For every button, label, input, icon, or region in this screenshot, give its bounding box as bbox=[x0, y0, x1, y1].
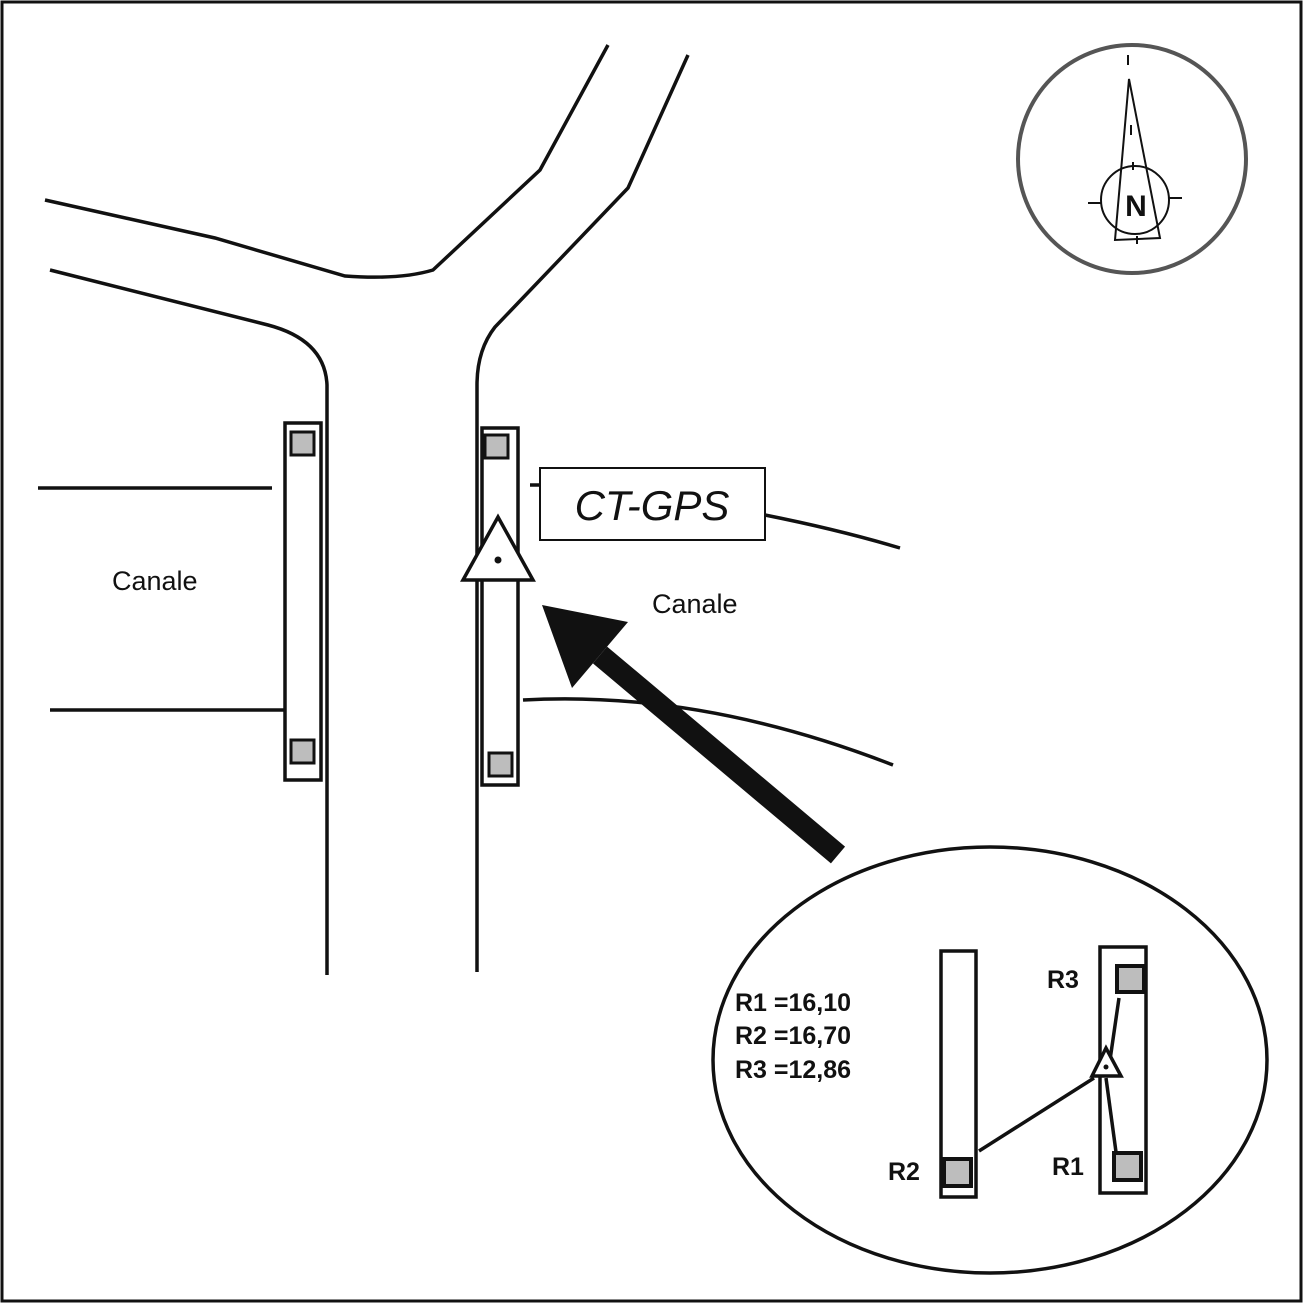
receiver-r2-marker bbox=[942, 1157, 973, 1188]
receiver-marker bbox=[487, 751, 514, 778]
receiver-r3-marker bbox=[1115, 964, 1146, 994]
bridge-left bbox=[283, 421, 323, 782]
gps-station-triangle-icon bbox=[460, 513, 536, 582]
canal-label-right: Canale bbox=[652, 589, 738, 619]
receiver-marker bbox=[289, 430, 316, 457]
pointer-arrow-icon bbox=[542, 605, 846, 864]
label-r1: R1 bbox=[1052, 1153, 1084, 1181]
label-r3: R3 bbox=[1047, 966, 1079, 994]
detail-inset: R1 =16,10 R2 =16,70 R3 =12,86 R2 R3 R1 bbox=[711, 845, 1269, 1275]
receiver-r1-marker bbox=[1112, 1151, 1143, 1182]
receiver-marker bbox=[289, 738, 316, 765]
label-r2: R2 bbox=[888, 1158, 920, 1186]
road-outline bbox=[44, 44, 690, 975]
gps-station-triangle-icon bbox=[1089, 1044, 1124, 1078]
north-compass-icon: N bbox=[1016, 43, 1248, 275]
receiver-marker bbox=[483, 433, 510, 460]
canal-label-left: Canale bbox=[112, 566, 198, 596]
distance-r1: R1 =16,10 bbox=[735, 989, 851, 1017]
station-label: CT-GPS bbox=[575, 482, 730, 529]
distance-r2: R2 =16,70 bbox=[735, 1022, 851, 1050]
distance-r3: R3 =12,86 bbox=[735, 1056, 851, 1084]
canal-lines bbox=[38, 483, 901, 767]
station-label-box bbox=[539, 467, 766, 541]
bridge-right bbox=[460, 426, 536, 787]
north-label: N bbox=[1125, 190, 1147, 223]
